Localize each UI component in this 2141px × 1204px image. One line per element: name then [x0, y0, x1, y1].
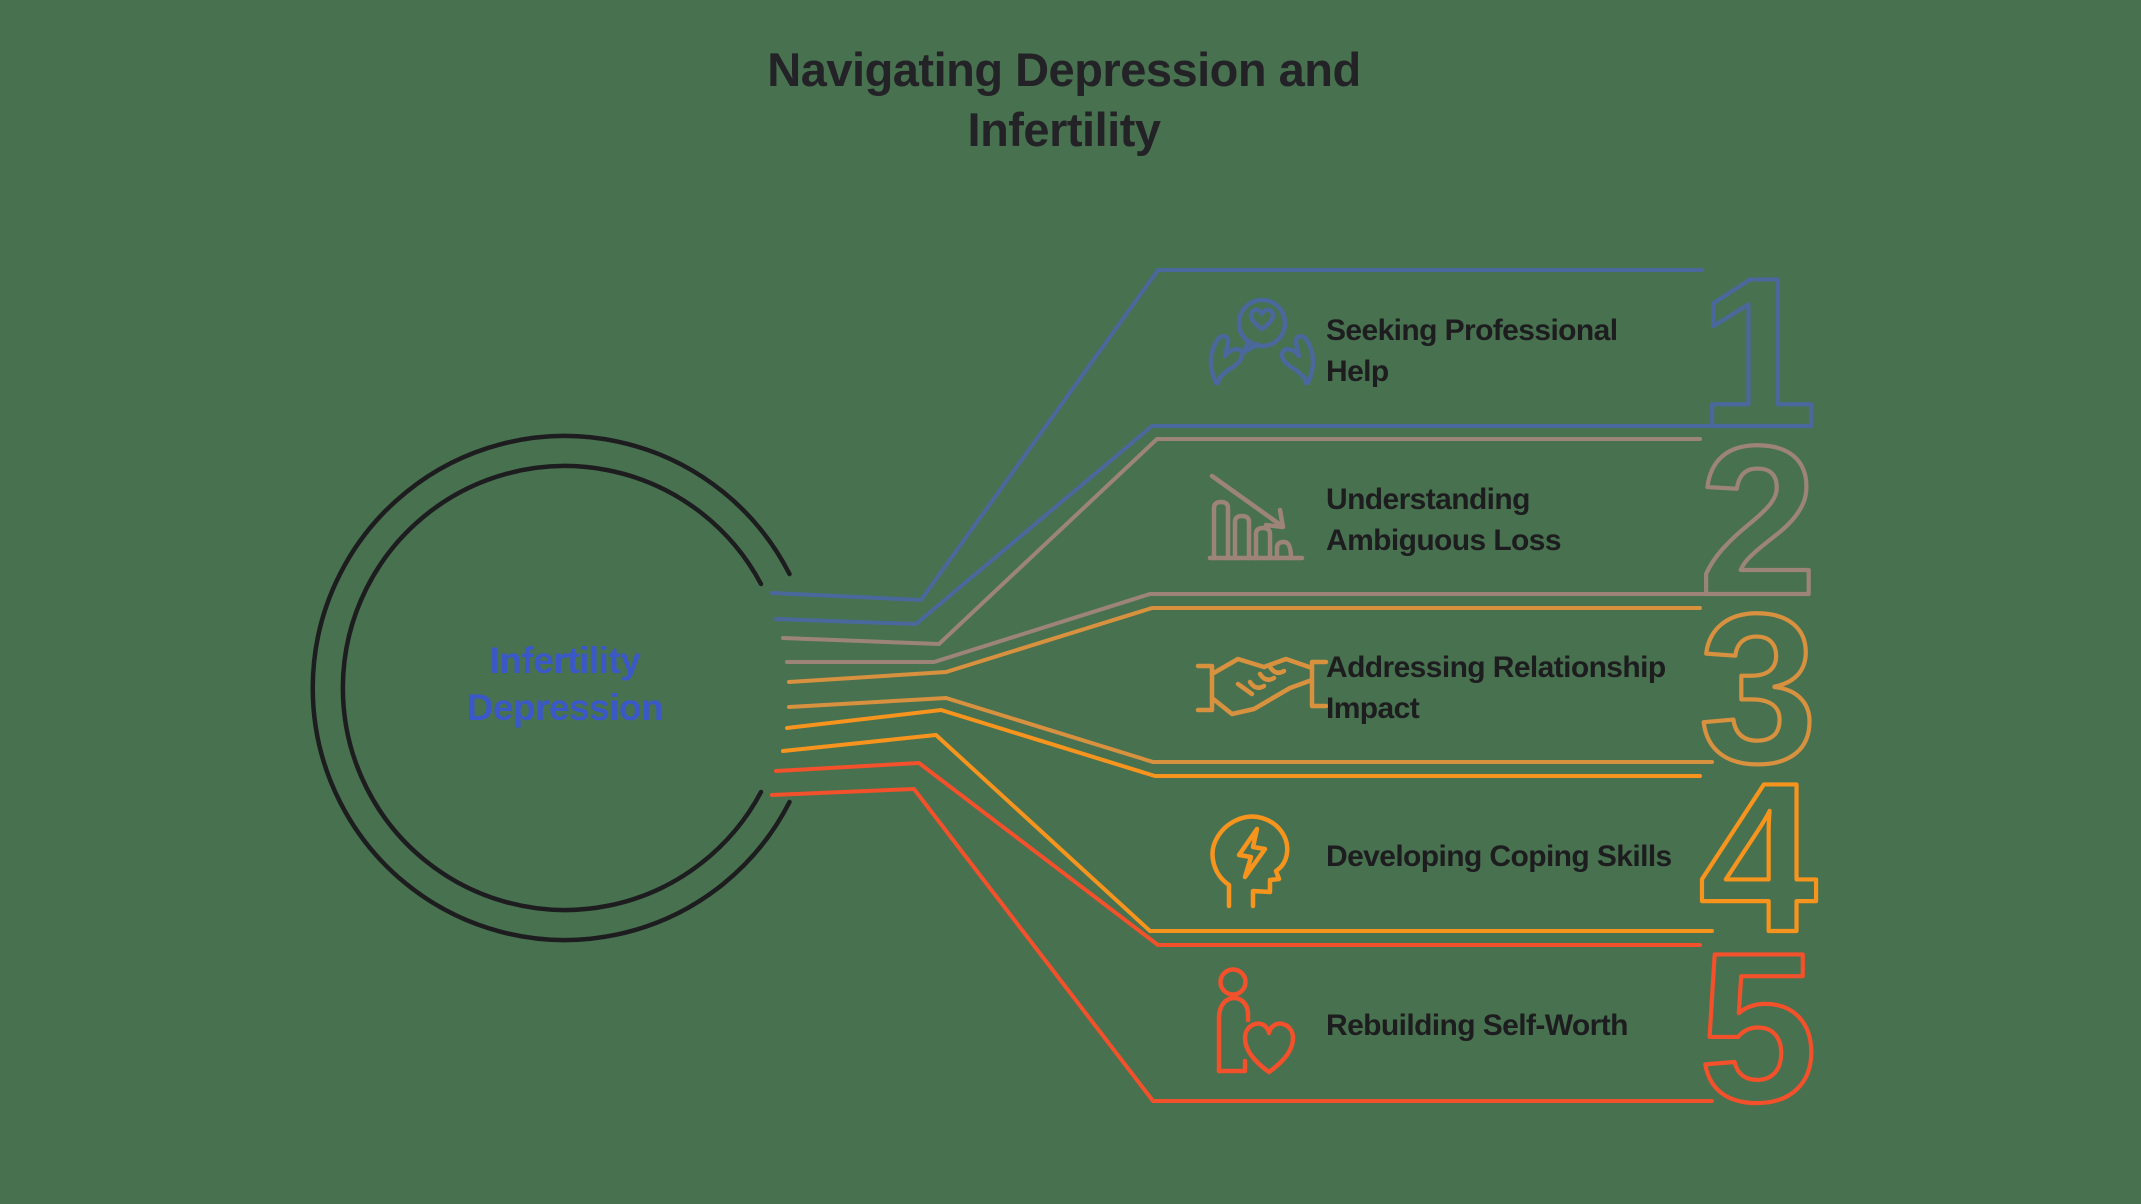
- branch-top-line: [787, 606, 1702, 684]
- branch-bottom-line: [787, 695, 1714, 764]
- page-title: Navigating Depression and Infertility: [767, 43, 1361, 156]
- branch-4: 4: [781, 707, 1819, 979]
- step-number: 1: [1699, 234, 1817, 472]
- branch-top-line: [774, 760, 1702, 947]
- head-lightning-icon: [1210, 814, 1290, 909]
- step-number: 4: [1699, 739, 1817, 977]
- inner-circle-arc: [340, 463, 764, 913]
- branch-top-line: [785, 707, 1702, 778]
- step-number: 3: [1699, 570, 1817, 808]
- handshake-icon: [1195, 656, 1329, 717]
- branch-2: 2: [781, 400, 1819, 664]
- branch-bottom-line: [785, 592, 1714, 664]
- step-3-label: Addressing Relationship Impact: [1326, 651, 1666, 725]
- center-circle-label: Infertility Depression: [466, 640, 664, 728]
- branch-5: 5: [770, 760, 1819, 1149]
- branch-1: 1: [770, 232, 1819, 627]
- step-1-label: Seeking Professional Help: [1326, 314, 1618, 388]
- step-5-label: Rebuilding Self-Worth: [1326, 1008, 1628, 1042]
- branch-top-line: [781, 437, 1702, 647]
- step-number: 2: [1699, 402, 1817, 640]
- center-ring: [310, 433, 792, 943]
- branch-3: 3: [787, 568, 1819, 810]
- step-2-label: Understanding Ambiguous Loss: [1326, 483, 1562, 557]
- declining-bar-chart-icon: [1207, 473, 1305, 561]
- step-4-label: Developing Coping Skills: [1326, 839, 1672, 873]
- branch-bottom-line: [770, 786, 1714, 1103]
- branch-bottom-line: [774, 424, 1714, 627]
- outer-circle-arc: [310, 433, 792, 943]
- branch-top-line: [770, 268, 1704, 603]
- branch-bottom-line: [781, 732, 1714, 933]
- person-heart-icon: [1216, 967, 1296, 1075]
- hands-holding-heart-icon: [1208, 297, 1316, 386]
- step-number: 5: [1699, 909, 1817, 1147]
